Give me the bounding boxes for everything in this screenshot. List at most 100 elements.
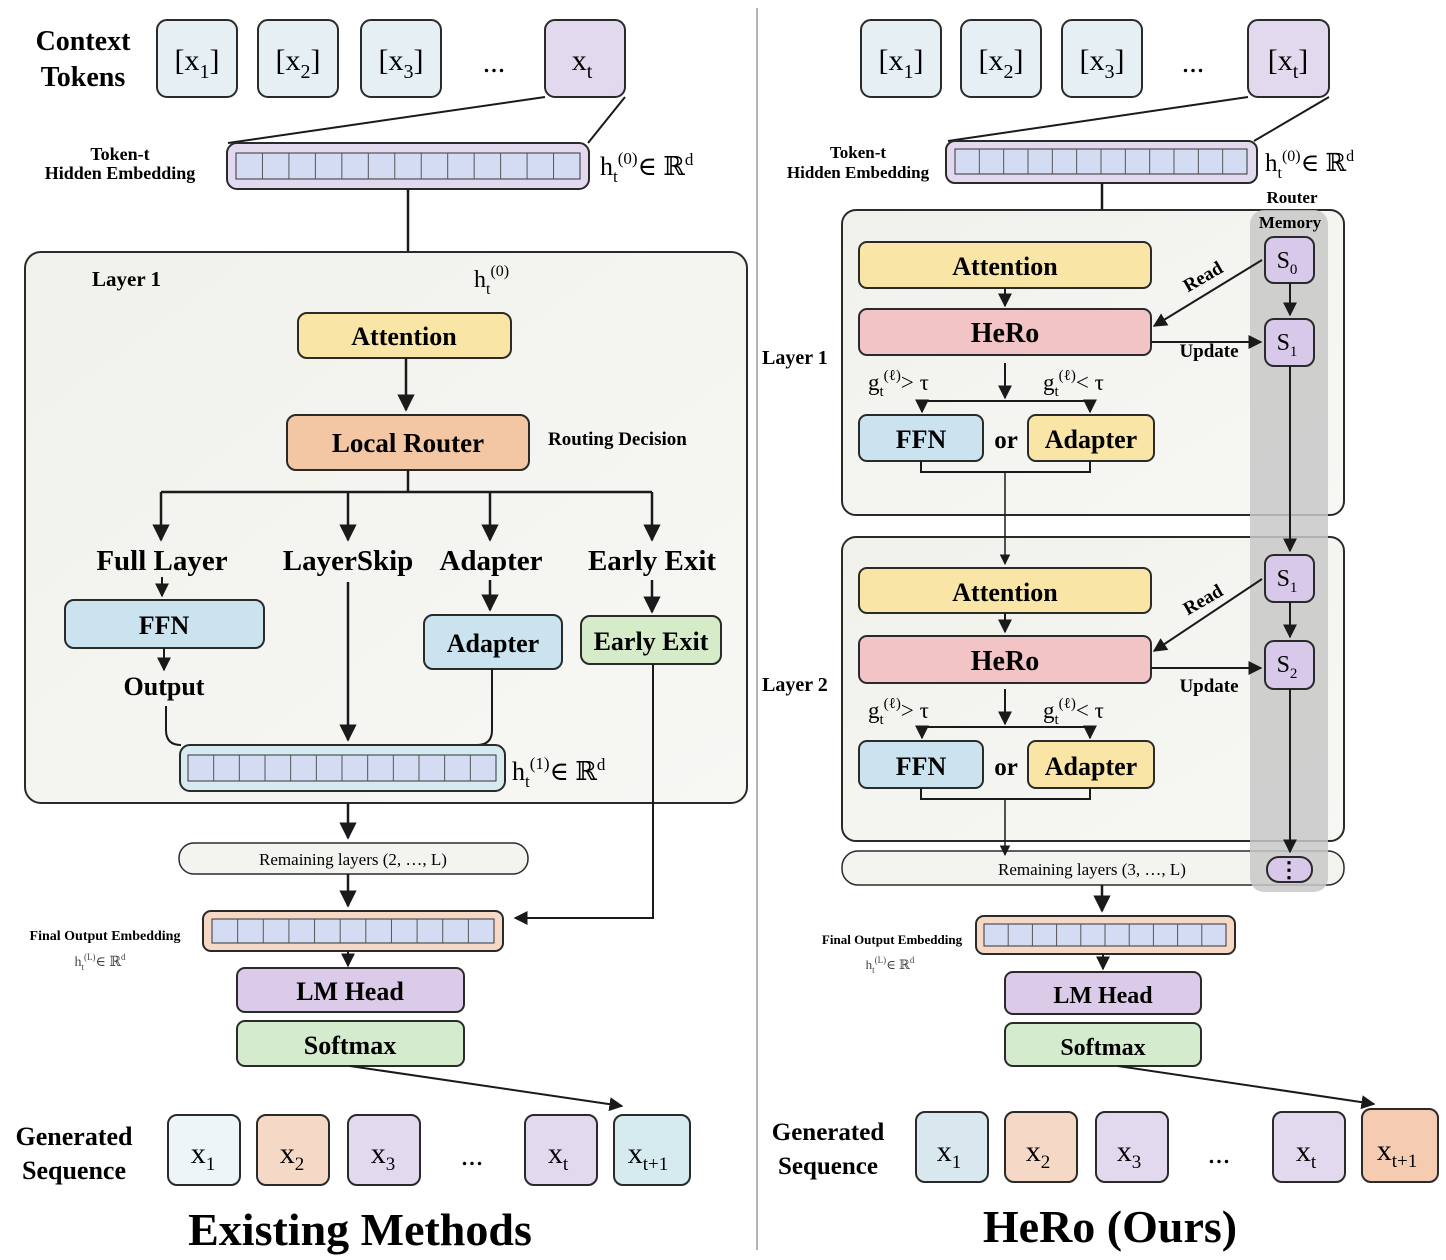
h0-annotation: ht(0)∈ ℝd [600, 149, 694, 186]
context-token: [x1] [156, 19, 238, 98]
generated-ellipsis: ... [461, 1139, 484, 1172]
generated-label-line1: Generated [772, 1119, 885, 1146]
hero-label: HeRo [971, 318, 1039, 349]
generated-token: x1 [915, 1111, 989, 1183]
context-token-current: [xt] [1247, 19, 1330, 98]
context-token: [x2] [257, 19, 339, 98]
or-label: or [994, 427, 1018, 454]
token-close: ] [311, 44, 321, 77]
branch-adapter: Adapter [439, 545, 542, 577]
softmax-block: Softmax [236, 1020, 465, 1067]
token-sub: t [587, 61, 593, 83]
remaining-layers-label: Remaining layers (3, …, L) [998, 860, 1186, 879]
memory-state: S0 [1264, 236, 1315, 284]
remaining-layers-block: Remaining layers (3, …, L) [841, 850, 1345, 886]
context-token: [x3] [360, 19, 442, 98]
gate-gt-label: gt(ℓ)> τ [868, 368, 929, 400]
context-token: [x2] [960, 19, 1042, 98]
final-output-label: Final Output Embedding [822, 932, 963, 947]
context-token: [x3] [1061, 19, 1143, 98]
hidden-embedding-label-line2: Hidden Embedding [787, 163, 930, 182]
token-sub: 1 [200, 61, 210, 83]
hero-label: HeRo [971, 646, 1039, 677]
svg-text:x2: x2 [1026, 1135, 1051, 1173]
svg-text:xt+1: xt+1 [628, 1137, 669, 1175]
final-output-vector [975, 915, 1236, 955]
lm-head-block: LM Head [236, 967, 465, 1013]
final-h-annotation: ht(L)∈ ℝd [866, 955, 915, 975]
early-exit-block: Early Exit [580, 615, 722, 665]
right-panel: [x1] [x2] [x3] ... [xt] Token-t Hidden E… [762, 19, 1439, 1252]
svg-text:[x3]: [x3] [379, 44, 424, 83]
remaining-layers-label: Remaining layers (2, …, L) [259, 850, 447, 869]
context-tokens-label-line1: Context [36, 26, 132, 57]
token-sub: 3 [404, 61, 414, 83]
router-memory-label-line1: Router [1267, 188, 1318, 207]
softmax-block: Softmax [1004, 1022, 1202, 1067]
right-panel-title: HeRo (Ours) [983, 1201, 1237, 1252]
ffn-label: FFN [896, 425, 947, 454]
output-label: Output [124, 672, 205, 701]
memory-state: S1 [1264, 554, 1315, 603]
adapter-block: Adapter [423, 614, 563, 670]
generated-token: x3 [347, 1114, 421, 1186]
svg-text:x2: x2 [280, 1137, 305, 1175]
svg-text:[x3]: [x3] [1080, 44, 1125, 83]
hidden-embedding-label-line2: Hidden Embedding [45, 163, 196, 183]
adapter-label: Adapter [1045, 752, 1137, 781]
branch-full-layer: Full Layer [96, 545, 227, 577]
memory-more: ⋮ [1266, 856, 1313, 883]
local-router-label: Local Router [332, 428, 484, 458]
svg-text:xt: xt [572, 44, 593, 83]
svg-text:S1: S1 [1277, 566, 1298, 596]
svg-text:[x1]: [x1] [879, 44, 924, 83]
token-text: [x [175, 44, 200, 77]
generated-label-line1: Generated [16, 1122, 134, 1151]
attention-block: Attention [858, 241, 1152, 289]
memory-state: S1 [1264, 318, 1315, 367]
adapter-block: Adapter [1027, 740, 1155, 789]
generated-token: xt [1272, 1111, 1346, 1183]
hidden-embedding-vector [945, 140, 1258, 184]
final-h-annotation: ht(L)∈ ℝd [74, 952, 126, 972]
attention-block: Attention [297, 312, 512, 359]
svg-text:S1: S1 [1277, 330, 1298, 360]
final-output-label: Final Output Embedding [30, 929, 181, 944]
svg-text:S2: S2 [1277, 652, 1298, 682]
update-label: Update [1179, 676, 1238, 697]
ffn-label: FFN [896, 752, 947, 781]
lm-head-label: LM Head [1053, 983, 1153, 1009]
svg-text:xt: xt [1296, 1135, 1317, 1173]
svg-text:x3: x3 [371, 1137, 396, 1175]
token-close: ] [414, 44, 424, 77]
routing-decision-label: Routing Decision [548, 429, 687, 450]
generated-token: x1 [167, 1114, 241, 1186]
final-output-vector [202, 910, 504, 952]
token-close: ] [210, 44, 220, 77]
branch-early-exit: Early Exit [588, 545, 716, 577]
generated-token: xt [524, 1114, 598, 1186]
ffn-block: FFN [858, 414, 984, 462]
remaining-layers-block: Remaining layers (2, …, L) [178, 842, 529, 875]
generated-token-next: xt+1 [613, 1114, 691, 1186]
svg-text:x3: x3 [1117, 1135, 1142, 1173]
ffn-block: FFN [64, 599, 265, 649]
ffn-label: FFN [139, 611, 190, 640]
lm-head-label: LM Head [296, 977, 404, 1006]
early-exit-label: Early Exit [594, 627, 709, 656]
generated-token: x2 [1004, 1111, 1078, 1183]
h0-annotation: ht(0)∈ ℝd [1265, 148, 1354, 182]
update-label: Update [1179, 341, 1238, 362]
layer1-container [24, 251, 748, 804]
context-token: [x1] [860, 19, 942, 98]
svg-text:x1: x1 [191, 1137, 216, 1175]
token-text: x [572, 44, 587, 77]
svg-text:[x2]: [x2] [979, 44, 1024, 83]
layer2-label: Layer 2 [762, 674, 828, 696]
branch-layerskip: LayerSkip [283, 545, 414, 577]
adapter-label: Adapter [447, 629, 539, 658]
softmax-label: Softmax [1060, 1035, 1145, 1061]
svg-text:[xt]: [xt] [1268, 44, 1309, 83]
generated-token: x2 [256, 1114, 330, 1186]
attention-label: Attention [351, 322, 457, 351]
